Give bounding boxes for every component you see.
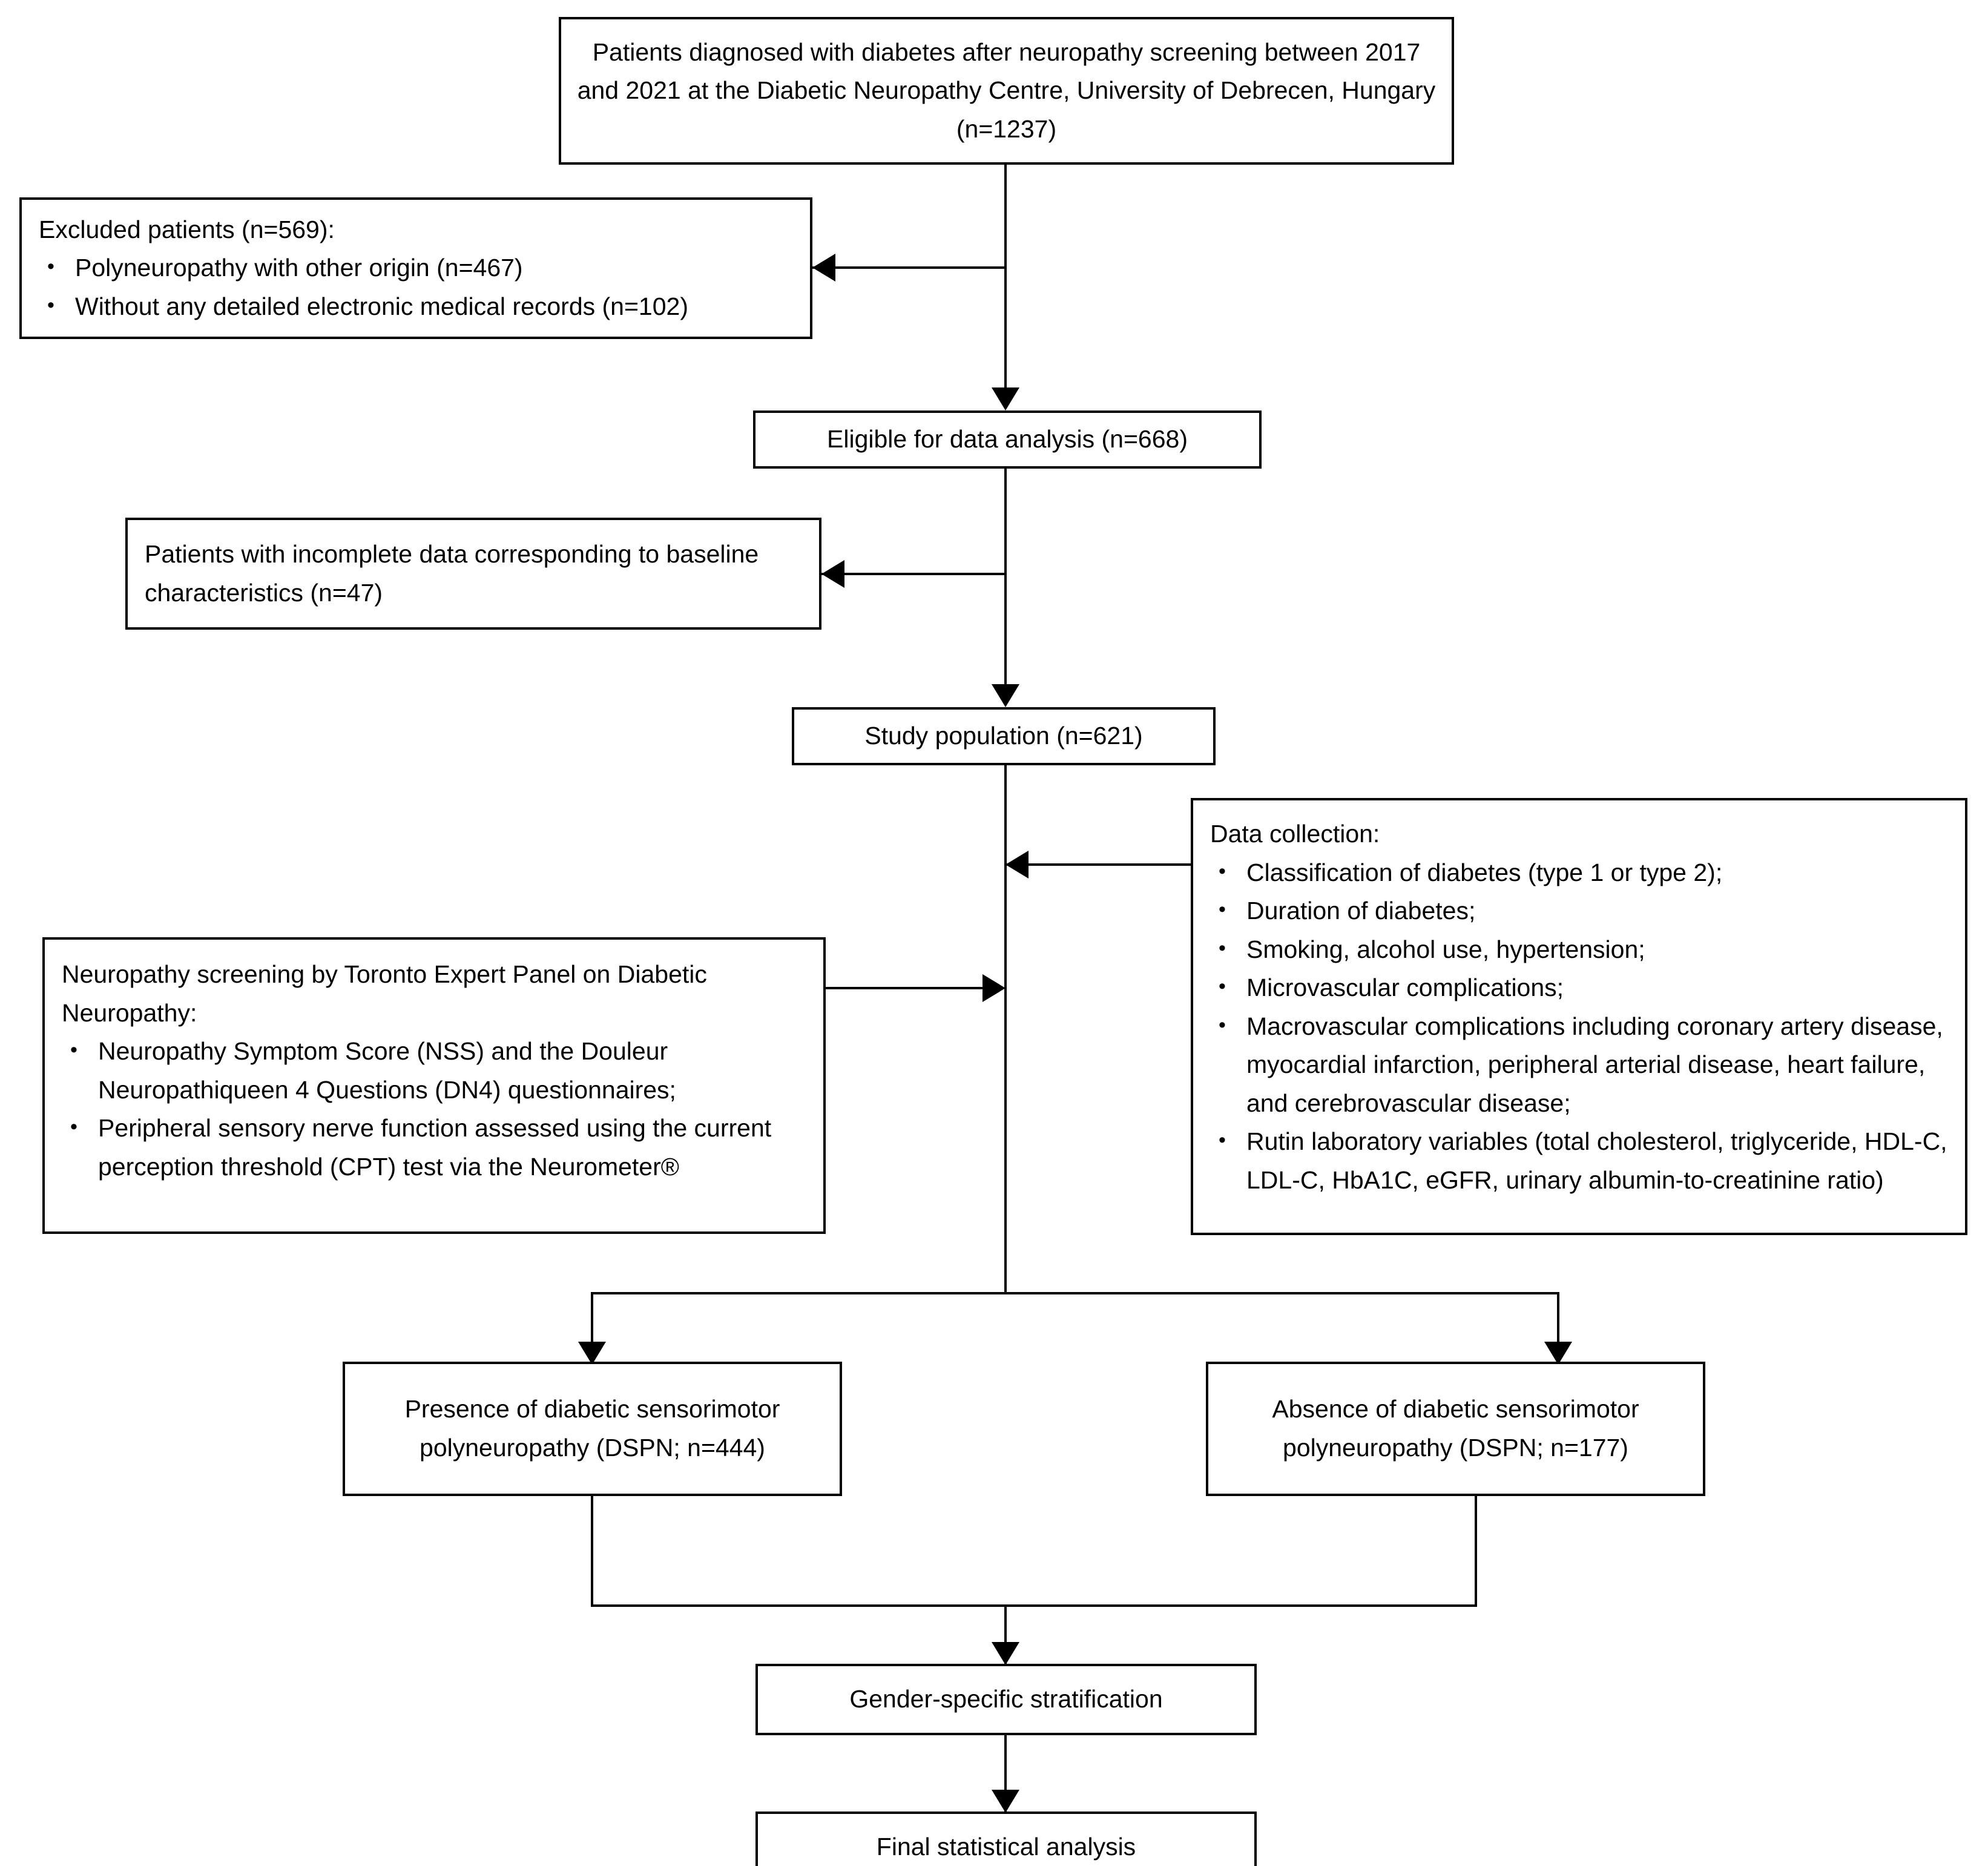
- merge-bar: [591, 1604, 1477, 1607]
- node-incomplete-data: Patients with incomplete data correspond…: [125, 518, 821, 630]
- arrowhead-source-to-eligible: [992, 387, 1019, 410]
- connector-stratification-to-final: [1004, 1735, 1007, 1814]
- split-right-drop: [1557, 1292, 1559, 1363]
- node-eligible-text: Eligible for data analysis (n=668): [827, 425, 1188, 453]
- connector-to-incomplete: [821, 573, 1006, 575]
- node-dspn-present-text: Presence of diabetic sensorimotor polyne…: [404, 1395, 780, 1462]
- node-incomplete-data-text: Patients with incomplete data correspond…: [145, 539, 759, 607]
- node-gender-stratification: Gender-specific stratification: [755, 1664, 1257, 1735]
- node-study-population-text: Study population (n=621): [864, 722, 1143, 750]
- list-item: Without any detailed electronic medical …: [39, 288, 794, 326]
- node-neuropathy-screening: Neuropathy screening by Toronto Expert P…: [42, 937, 826, 1234]
- list-item: Duration of diabetes;: [1210, 892, 1949, 931]
- list-item: Macrovascular complications including co…: [1210, 1007, 1949, 1123]
- node-gender-stratification-text: Gender-specific stratification: [849, 1685, 1163, 1713]
- connector-neuropathy-to-spine: [826, 987, 982, 989]
- arrowhead-to-final-analysis: [992, 1790, 1019, 1813]
- node-excluded-list: Polyneuropathy with other origin (n=467)…: [22, 249, 810, 326]
- node-dspn-absent-text: Absence of diabetic sensorimotor polyneu…: [1272, 1395, 1639, 1462]
- list-item: Smoking, alcohol use, hypertension;: [1210, 931, 1949, 969]
- connector-eligible-to-study: [1004, 469, 1007, 693]
- split-bar-dspn: [591, 1292, 1559, 1294]
- connector-source-to-eligible: [1004, 165, 1007, 396]
- node-neuropathy-screening-title: Neuropathy screening by Toronto Expert P…: [62, 960, 707, 1027]
- node-dspn-present: Presence of diabetic sensorimotor polyne…: [343, 1362, 842, 1496]
- split-left-drop: [591, 1292, 593, 1363]
- node-source-population: Patients diagnosed with diabetes after n…: [559, 17, 1454, 165]
- node-data-collection-title: Data collection:: [1210, 820, 1380, 848]
- node-data-collection-list: Classification of diabetes (type 1 or ty…: [1193, 854, 1965, 1200]
- arrowhead-to-dspn-absent: [1544, 1342, 1572, 1365]
- connector-study-to-split: [1004, 765, 1007, 1293]
- merge-left-riser: [591, 1496, 593, 1607]
- arrowhead-data-collection-to-spine: [1006, 851, 1029, 879]
- connector-to-excluded: [812, 266, 1006, 269]
- node-eligible: Eligible for data analysis (n=668): [753, 410, 1262, 469]
- node-neuropathy-screening-list: Neuropathy Symptom Score (NSS) and the D…: [45, 1032, 823, 1186]
- list-item: Classification of diabetes (type 1 or ty…: [1210, 854, 1949, 892]
- node-excluded-title: Excluded patients (n=569):: [39, 215, 335, 243]
- arrowhead-eligible-to-study: [992, 684, 1019, 707]
- arrowhead-to-dspn-present: [578, 1342, 606, 1365]
- list-item: Polyneuropathy with other origin (n=467): [39, 249, 794, 288]
- node-study-population: Study population (n=621): [792, 707, 1216, 765]
- list-item: Microvascular complications;: [1210, 969, 1949, 1007]
- connector-merge-to-stratification: [1004, 1604, 1007, 1665]
- list-item: Peripheral sensory nerve function assess…: [62, 1109, 808, 1186]
- list-item: Rutin laboratory variables (total choles…: [1210, 1123, 1949, 1199]
- node-final-analysis: Final statistical analysis: [755, 1812, 1257, 1866]
- node-excluded-patients: Excluded patients (n=569): Polyneuropath…: [19, 197, 812, 339]
- list-item: Neuropathy Symptom Score (NSS) and the D…: [62, 1032, 808, 1109]
- merge-right-riser: [1475, 1496, 1477, 1607]
- arrowhead-to-incomplete: [821, 560, 844, 588]
- connector-data-collection-to-spine: [1006, 863, 1192, 866]
- arrowhead-to-excluded: [812, 254, 835, 282]
- node-data-collection: Data collection: Classification of diabe…: [1191, 798, 1967, 1235]
- node-final-analysis-text: Final statistical analysis: [876, 1833, 1136, 1861]
- arrowhead-to-stratification: [992, 1642, 1019, 1665]
- node-source-population-text: Patients diagnosed with diabetes after n…: [577, 38, 1436, 143]
- arrowhead-neuropathy-to-spine: [982, 974, 1006, 1002]
- node-dspn-absent: Absence of diabetic sensorimotor polyneu…: [1206, 1362, 1705, 1496]
